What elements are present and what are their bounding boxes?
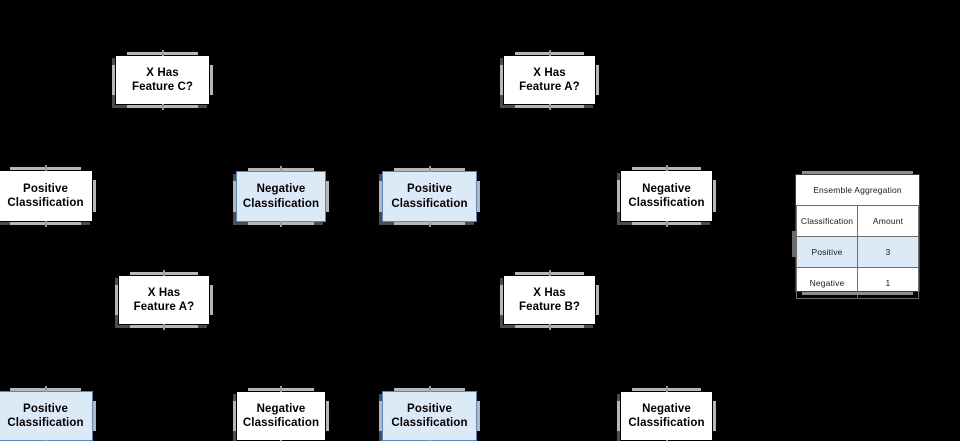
resize-handle-bottom[interactable] <box>514 105 585 108</box>
node-tree4-left[interactable]: Positive Classification <box>379 386 480 441</box>
node-label: Negative Classification <box>242 183 320 210</box>
connector-stub-bottom[interactable] <box>163 324 165 330</box>
resize-handle-top[interactable] <box>631 167 702 170</box>
node-label: X Has Feature A? <box>133 286 195 313</box>
node-tree4-right[interactable]: Negative Classification <box>617 386 716 441</box>
connector-stub-bottom[interactable] <box>548 324 551 330</box>
resize-handle-right[interactable] <box>713 400 716 432</box>
ensemble-aggregation-table[interactable]: Ensemble Aggregation Classification Amou… <box>792 171 920 299</box>
resize-handle-bottom[interactable] <box>514 325 585 328</box>
resize-handle-right[interactable] <box>596 64 599 96</box>
connector-stub-top[interactable] <box>44 386 47 392</box>
resize-handle-bottom[interactable] <box>10 222 81 225</box>
header-classification: Classification <box>796 205 858 237</box>
table-title-row: Ensemble Aggregation <box>796 175 919 206</box>
table-row-positive[interactable]: Positive 3 <box>796 236 919 268</box>
table-top-handle <box>802 171 913 174</box>
table-left-handle <box>792 231 796 257</box>
resize-handle-bottom[interactable] <box>631 222 702 225</box>
resize-handle-left[interactable] <box>617 400 620 432</box>
node-tree4-root[interactable]: X Has Feature B? <box>500 270 599 330</box>
node-tree1-left[interactable]: Positive Classification <box>0 165 96 227</box>
table-bottom-handle <box>802 292 913 295</box>
resize-handle-bottom[interactable] <box>394 222 465 225</box>
node-tree3-root[interactable]: X Has Feature A? <box>115 270 213 330</box>
connector-stub-bottom[interactable] <box>428 221 431 227</box>
cell-positive-classification: Positive <box>796 236 858 268</box>
node-tree1-right[interactable]: Negative Classification <box>233 166 329 227</box>
resize-handle-left[interactable] <box>115 284 118 316</box>
resize-handle-left[interactable] <box>379 400 382 432</box>
node-label: X Has Feature A? <box>519 66 580 93</box>
table-header-row: Classification Amount <box>796 205 919 237</box>
resize-handle-top[interactable] <box>514 272 585 275</box>
resize-handle-right[interactable] <box>326 400 329 432</box>
resize-handle-top[interactable] <box>10 167 81 170</box>
resize-handle-bottom[interactable] <box>129 325 199 328</box>
resize-handle-right[interactable] <box>210 64 213 96</box>
node-label: Positive Classification <box>7 402 84 429</box>
resize-handle-top[interactable] <box>247 388 315 391</box>
node-label: Negative Classification <box>242 402 320 429</box>
node-label: Positive Classification <box>7 182 84 209</box>
connector-stub-top[interactable] <box>548 270 551 276</box>
resize-handle-left[interactable] <box>500 64 503 96</box>
node-tree1-root[interactable]: X Has Feature C? <box>112 50 213 110</box>
node-label: Negative Classification <box>628 402 705 429</box>
resize-handle-top[interactable] <box>127 52 198 55</box>
resize-handle-right[interactable] <box>326 180 329 213</box>
connector-stub-top[interactable] <box>428 166 431 172</box>
node-label: Positive Classification <box>391 183 468 210</box>
connector-stub-bottom[interactable] <box>665 221 668 227</box>
connector-stub-top[interactable] <box>161 50 164 56</box>
connector-stub-bottom[interactable] <box>280 221 282 227</box>
resize-handle-right[interactable] <box>596 284 599 316</box>
aggregation-grid: Ensemble Aggregation Classification Amou… <box>796 175 919 299</box>
resize-handle-top[interactable] <box>631 388 702 391</box>
resize-handle-right[interactable] <box>210 284 213 316</box>
resize-handle-top[interactable] <box>247 168 315 171</box>
resize-handle-left[interactable] <box>617 180 620 212</box>
resize-handle-right[interactable] <box>477 400 480 432</box>
header-amount: Amount <box>857 205 919 237</box>
node-tree2-left[interactable]: Positive Classification <box>379 166 480 227</box>
resize-handle-bottom[interactable] <box>247 222 315 225</box>
connector-stub-top[interactable] <box>280 166 282 172</box>
connector-stub-bottom[interactable] <box>548 104 551 110</box>
resize-handle-right[interactable] <box>93 180 96 212</box>
connector-stub-top[interactable] <box>280 386 282 392</box>
node-tree3-right[interactable]: Negative Classification <box>233 386 329 441</box>
resize-handle-right[interactable] <box>713 180 716 212</box>
resize-handle-right[interactable] <box>93 400 96 432</box>
connector-stub-bottom[interactable] <box>44 221 47 227</box>
node-label: X Has Feature C? <box>131 66 194 93</box>
connector-stub-top[interactable] <box>163 270 165 276</box>
cell-positive-amount: 3 <box>857 236 919 268</box>
connector-stub-top[interactable] <box>44 165 47 171</box>
node-label: Negative Classification <box>628 182 705 209</box>
resize-handle-left[interactable] <box>233 180 236 213</box>
node-tree3-left[interactable]: Positive Classification <box>0 386 96 441</box>
connector-stub-top[interactable] <box>665 165 668 171</box>
resize-handle-top[interactable] <box>394 388 465 391</box>
connector-stub-top[interactable] <box>428 386 431 392</box>
node-label: X Has Feature B? <box>518 286 581 313</box>
resize-handle-right[interactable] <box>477 180 480 213</box>
node-label: Positive Classification <box>391 402 468 429</box>
connector-stub-bottom[interactable] <box>161 104 164 110</box>
resize-handle-bottom[interactable] <box>127 105 198 108</box>
resize-handle-top[interactable] <box>10 388 81 391</box>
resize-handle-left[interactable] <box>500 284 503 316</box>
resize-handle-top[interactable] <box>394 168 465 171</box>
resize-handle-left[interactable] <box>233 400 236 432</box>
connector-stub-top[interactable] <box>665 386 668 392</box>
resize-handle-left[interactable] <box>379 180 382 213</box>
node-tree2-root[interactable]: X Has Feature A? <box>500 50 599 110</box>
resize-handle-top[interactable] <box>129 272 199 275</box>
connector-stub-top[interactable] <box>548 50 551 56</box>
node-tree2-right[interactable]: Negative Classification <box>617 165 716 227</box>
resize-handle-top[interactable] <box>514 52 585 55</box>
table-title-cell: Ensemble Aggregation <box>796 175 919 206</box>
resize-handle-left[interactable] <box>112 64 115 96</box>
